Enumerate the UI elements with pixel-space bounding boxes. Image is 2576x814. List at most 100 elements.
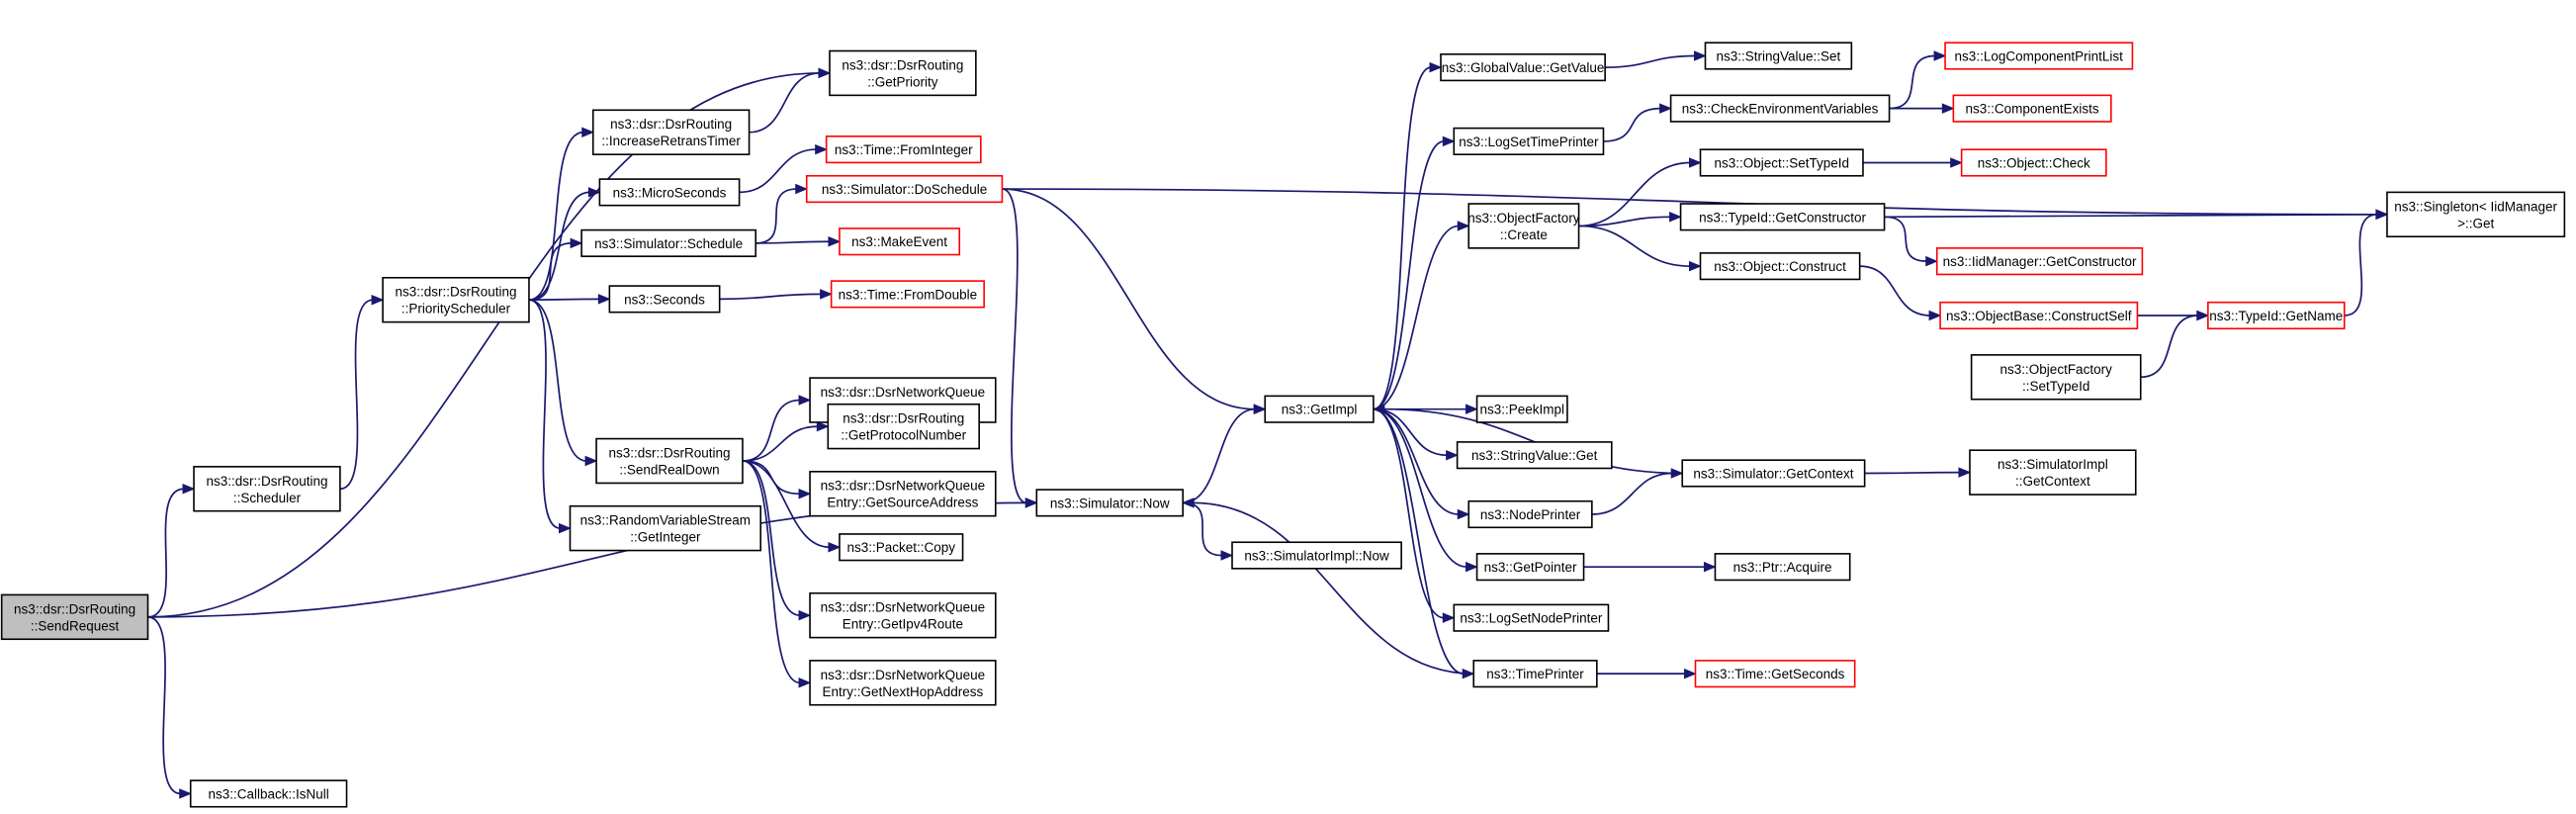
node-n48[interactable]: ns3::TypeId::GetName	[2207, 301, 2346, 330]
node-label: ns3::ObjectFactory	[2000, 362, 2113, 377]
node-n34[interactable]: ns3::StringValue::Set	[1704, 42, 1853, 70]
node-n33[interactable]: ns3::TimePrinter	[1472, 660, 1598, 688]
node-label: ns3::StringValue::Set	[1716, 48, 1840, 63]
edge-line	[1578, 225, 1691, 267]
node-n40[interactable]: ns3::Simulator::GetContext	[1681, 459, 1866, 488]
edge-n14-n4	[1002, 188, 1038, 508]
edge-line	[1373, 407, 1465, 676]
edge-line	[755, 240, 830, 244]
node-n41[interactable]: ns3::Ptr::Acquire	[1714, 553, 1851, 582]
node-n20[interactable]: ns3::Packet::Copy	[839, 533, 964, 562]
node-n18[interactable]: ns3::dsr::DsrRouting::GetProtocolNumber	[827, 403, 980, 450]
node-box	[1699, 252, 1861, 281]
node-n32[interactable]: ns3::LogSetNodePrinter	[1453, 603, 1610, 632]
edge-n9-n15	[755, 235, 842, 247]
node-n26[interactable]: ns3::LogSetTimePrinter	[1453, 127, 1605, 155]
node-n12[interactable]: ns3::RandomVariableStream::GetInteger	[569, 504, 762, 552]
node-label: ::SetTypeId	[2022, 379, 2089, 394]
node-label: Entry::GetIpv4Route	[843, 617, 963, 632]
node-label: ns3::dsr::DsrRouting	[610, 117, 732, 132]
node-n13[interactable]: ns3::Time::FromInteger	[825, 135, 982, 164]
node-label: ::GetPriority	[867, 74, 938, 89]
node-n9[interactable]: ns3::Simulator::Schedule	[580, 228, 757, 257]
node-n6[interactable]: ns3::dsr::DsrRouting::PriorityScheduler	[382, 276, 530, 323]
node-n2[interactable]: ns3::dsr::DsrRouting::GetPriority	[829, 49, 977, 97]
node-box	[1440, 53, 1606, 82]
node-n4[interactable]: ns3::Simulator::Now	[1035, 489, 1184, 517]
edge-n33-n4	[1181, 497, 1474, 676]
node-n8[interactable]: ns3::MicroSeconds	[598, 178, 741, 207]
node-n46[interactable]: ns3::IidManager::GetConstructor	[1935, 247, 2144, 276]
node-label: ns3::SimulatorImpl::Now	[1244, 549, 1389, 564]
node-n35[interactable]: ns3::CheckEnvironmentVariables	[1669, 94, 1891, 123]
node-n23[interactable]: ns3::GetImpl	[1264, 395, 1375, 423]
arrowhead	[1181, 497, 1195, 508]
node-n14[interactable]: ns3::Simulator::DoSchedule	[805, 174, 1004, 204]
node-label: ns3::Simulator::Now	[1050, 496, 1170, 510]
edge-n30-n40	[1591, 468, 1684, 515]
edge-line	[528, 299, 587, 462]
node-n39[interactable]: ns3::ObjectFactory::SetTypeId	[1970, 354, 2142, 401]
node-n37[interactable]: ns3::TypeId::GetConstructor	[1679, 203, 1886, 231]
node-n47[interactable]: ns3::ObjectBase::ConstructSelf	[1939, 301, 2139, 330]
edge-line	[1373, 140, 1445, 410]
node-n29[interactable]: ns3::StringValue::Get	[1456, 441, 1613, 470]
arrowhead	[587, 187, 601, 198]
arrowhead	[1429, 61, 1443, 73]
edge-n6-n9	[528, 237, 583, 302]
node-n16[interactable]: ns3::Time::FromDouble	[830, 280, 985, 309]
edge-line	[147, 615, 181, 795]
node-n10[interactable]: ns3::Seconds	[608, 285, 721, 314]
node-n25[interactable]: ns3::GlobalValue::GetValue	[1440, 53, 1606, 82]
node-box	[1960, 148, 2107, 177]
node-n22[interactable]: ns3::dsr::DsrNetworkQueueEntry::GetNextH…	[809, 660, 997, 706]
node-n27[interactable]: ns3::ObjectFactory::Create	[1467, 203, 1580, 249]
node-box	[805, 174, 1004, 204]
edge-n27-n36	[1578, 157, 1702, 227]
node-n42[interactable]: ns3::Time::GetSeconds	[1694, 660, 1856, 688]
node-n19[interactable]: ns3::dsr::DsrNetworkQueueEntry::GetSourc…	[809, 471, 997, 517]
node-n44[interactable]: ns3::ComponentExists	[1952, 94, 2112, 123]
node-n49[interactable]: ns3::SimulatorImpl::GetContext	[1969, 449, 2137, 496]
node-n31[interactable]: ns3::GetPointer	[1475, 553, 1585, 582]
node-box	[1472, 660, 1598, 688]
node-label: ns3::dsr::DsrNetworkQueue	[821, 385, 986, 400]
node-n21[interactable]: ns3::dsr::DsrNetworkQueueEntry::GetIpv4R…	[809, 591, 997, 639]
arrowhead	[1466, 404, 1478, 414]
node-n45[interactable]: ns3::Object::Check	[1960, 148, 2107, 177]
node-n28[interactable]: ns3::PeekImpl	[1475, 395, 1568, 423]
node-n38[interactable]: ns3::Object::Construct	[1699, 252, 1861, 281]
edge-line	[742, 460, 830, 549]
node-box	[829, 49, 977, 97]
node-box	[382, 276, 530, 323]
node-box	[1467, 499, 1593, 529]
node-layer: ns3::dsr::DsrRouting::SendRequestns3::ds…	[0, 42, 2566, 808]
node-box	[591, 109, 751, 155]
node-label: ::GetProtocolNumber	[841, 428, 966, 443]
edge-n37-n50	[1884, 209, 2389, 221]
node-n3[interactable]: ns3::dsr::DsrRouting::Scheduler	[193, 466, 341, 512]
node-n15[interactable]: ns3::MakeEvent	[839, 227, 961, 256]
arrowhead	[798, 678, 812, 688]
node-n36[interactable]: ns3::Object::SetTypeId	[1699, 148, 1864, 177]
node-box	[608, 285, 721, 314]
node-n43[interactable]: ns3::LogComponentPrintList	[1944, 42, 2134, 70]
node-n30[interactable]: ns3::NodePrinter	[1467, 499, 1593, 529]
node-label: ns3::dsr::DsrRouting	[395, 285, 516, 300]
node-n7[interactable]: ns3::dsr::DsrRouting::IncreaseRetransTim…	[591, 109, 751, 155]
node-n11[interactable]: ns3::dsr::DsrRouting::SendRealDown	[595, 437, 744, 485]
edge-line	[1373, 225, 1460, 410]
node-label: ns3::dsr::DsrRouting	[14, 601, 135, 616]
node-n50[interactable]: ns3::Singleton< IidManager>::Get	[2386, 191, 2566, 238]
edge-n10-n16	[719, 289, 833, 301]
arrowhead	[1669, 212, 1682, 223]
node-box	[2207, 301, 2346, 330]
node-n5[interactable]: ns3::Callback::IsNull	[189, 779, 348, 808]
node-box	[1453, 127, 1605, 155]
node-label: >::Get	[2457, 216, 2494, 230]
node-label: ns3::GetImpl	[1282, 403, 1358, 417]
node-n1[interactable]: ns3::dsr::DsrRouting::SendRequest	[0, 593, 149, 641]
node-n24[interactable]: ns3::SimulatorImpl::Now	[1231, 541, 1402, 570]
edge-n25-n34	[1605, 50, 1707, 68]
node-label: ::Scheduler	[233, 491, 302, 505]
